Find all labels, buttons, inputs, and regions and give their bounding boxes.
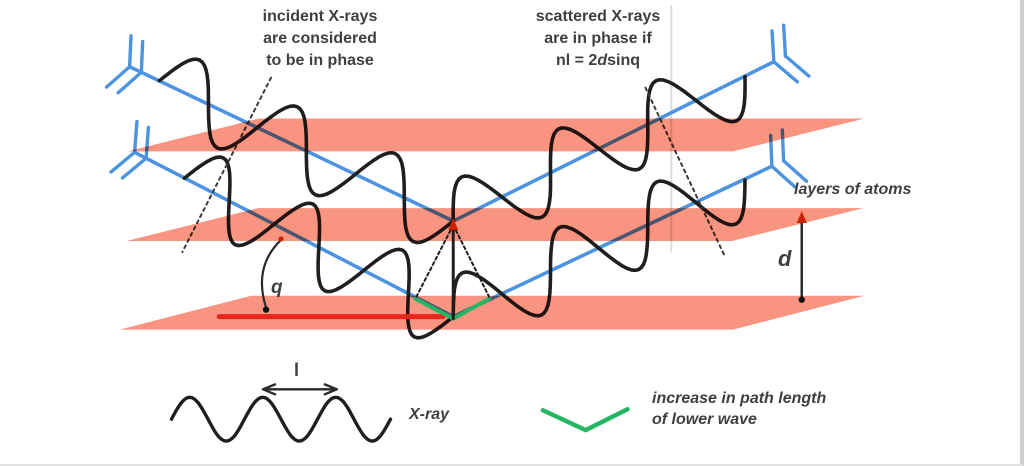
- atom-layer-planes: [119, 118, 865, 330]
- layers-of-atoms-label: layers of atoms: [794, 181, 912, 198]
- incident-note-line1: incident X-rays: [262, 8, 378, 25]
- theta-label: q: [271, 277, 283, 298]
- incident-note-line3: to be in phase: [266, 52, 374, 69]
- path-length-legend-label: increase in path length of lower wave: [652, 388, 826, 430]
- formula-d: d: [597, 52, 608, 69]
- incident-note-line2: are considered: [263, 30, 377, 47]
- beam-direction-arrow-icons: [104, 23, 811, 189]
- scattered-note-line1: scattered X-rays: [535, 8, 661, 25]
- formula-pre: nl = 2: [555, 52, 598, 69]
- scattered-note-line2: are in phase if: [544, 30, 652, 47]
- d-spacing-label: d: [778, 246, 792, 271]
- measurement-marks: [216, 211, 807, 433]
- formula-post: sinq: [607, 52, 641, 69]
- incident-note: incident X-rays are considered to be in …: [263, 6, 378, 72]
- bragg-formula: nl = 2dsinq: [536, 50, 661, 72]
- path-length-legend-line1: increase in path length: [652, 390, 827, 407]
- scattered-note: scattered X-rays are in phase if nl = 2d…: [536, 6, 661, 72]
- xray-legend-label: X-ray: [409, 406, 450, 423]
- path-length-legend-line2: of lower wave: [652, 411, 757, 428]
- lambda-label: l: [294, 360, 300, 380]
